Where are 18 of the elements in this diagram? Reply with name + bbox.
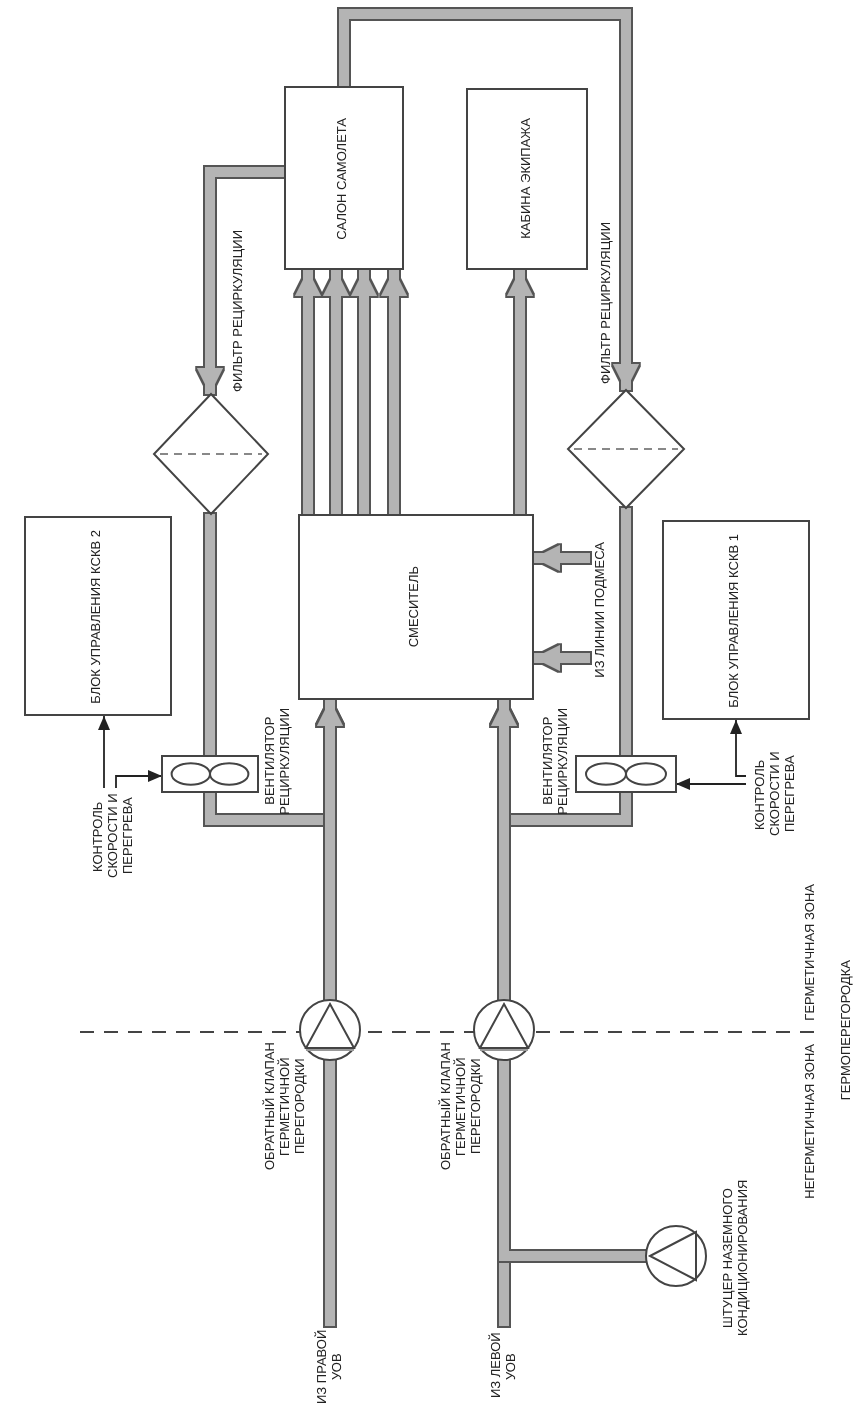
duct-arrow xyxy=(381,270,407,514)
control-arrow xyxy=(675,778,747,790)
unit-box xyxy=(284,86,404,270)
duct-arrow xyxy=(295,270,321,514)
control-arrow xyxy=(730,719,747,777)
unit-box xyxy=(298,514,534,700)
duct-arrow xyxy=(534,545,590,571)
unit-box xyxy=(466,88,588,270)
duct-arrow xyxy=(507,270,533,514)
control-arrow xyxy=(98,715,110,789)
duct-arrow xyxy=(197,167,284,394)
duct-arrow xyxy=(351,270,377,514)
duct-arrow xyxy=(339,9,639,390)
unit-box xyxy=(662,520,810,720)
unit-box xyxy=(24,516,172,716)
duct-arrow xyxy=(534,645,590,671)
duct-arrow xyxy=(323,270,349,514)
control-arrow xyxy=(115,770,163,789)
